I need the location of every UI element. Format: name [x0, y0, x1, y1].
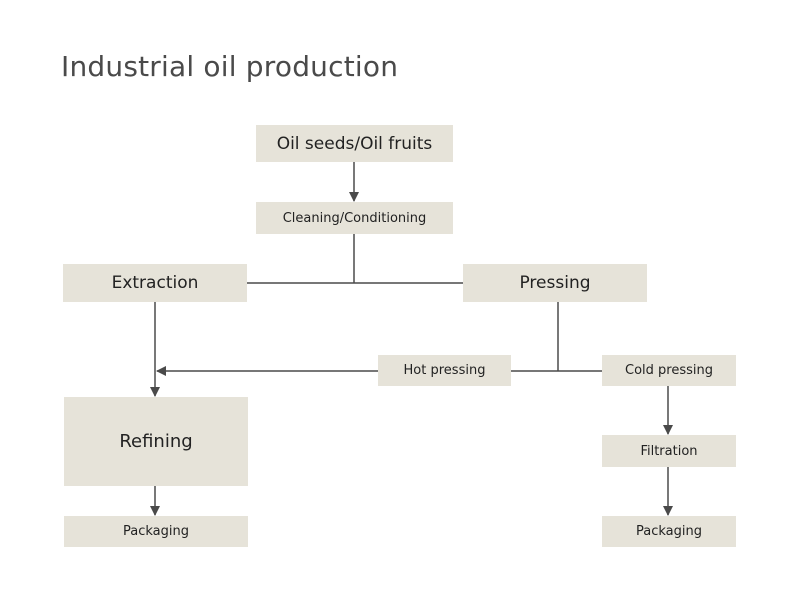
node-oil-seeds: Oil seeds/Oil fruits: [256, 125, 453, 162]
node-refining: Refining: [64, 397, 248, 486]
node-hot-pressing: Hot pressing: [378, 355, 511, 386]
node-hot-pressing-label: Hot pressing: [403, 363, 486, 378]
diagram-title: Industrial oil production: [61, 50, 399, 83]
node-oil-seeds-label: Oil seeds/Oil fruits: [276, 133, 433, 154]
node-extraction-label: Extraction: [111, 273, 199, 293]
node-cold-pressing: Cold pressing: [602, 355, 736, 386]
node-filtration-label: Filtration: [640, 443, 698, 459]
node-pressing: Pressing: [463, 264, 647, 302]
node-packaging-right: Packaging: [602, 516, 736, 547]
node-packaging-right-label: Packaging: [636, 524, 702, 539]
node-cleaning: Cleaning/Conditioning: [256, 202, 453, 234]
node-pressing-label: Pressing: [519, 273, 591, 293]
node-filtration: Filtration: [602, 435, 736, 467]
node-refining-label: Refining: [119, 431, 193, 452]
node-packaging-left-label: Packaging: [123, 524, 189, 539]
node-cleaning-label: Cleaning/Conditioning: [282, 210, 427, 226]
node-extraction: Extraction: [63, 264, 247, 302]
node-cold-pressing-label: Cold pressing: [625, 363, 713, 378]
node-packaging-left: Packaging: [64, 516, 248, 547]
